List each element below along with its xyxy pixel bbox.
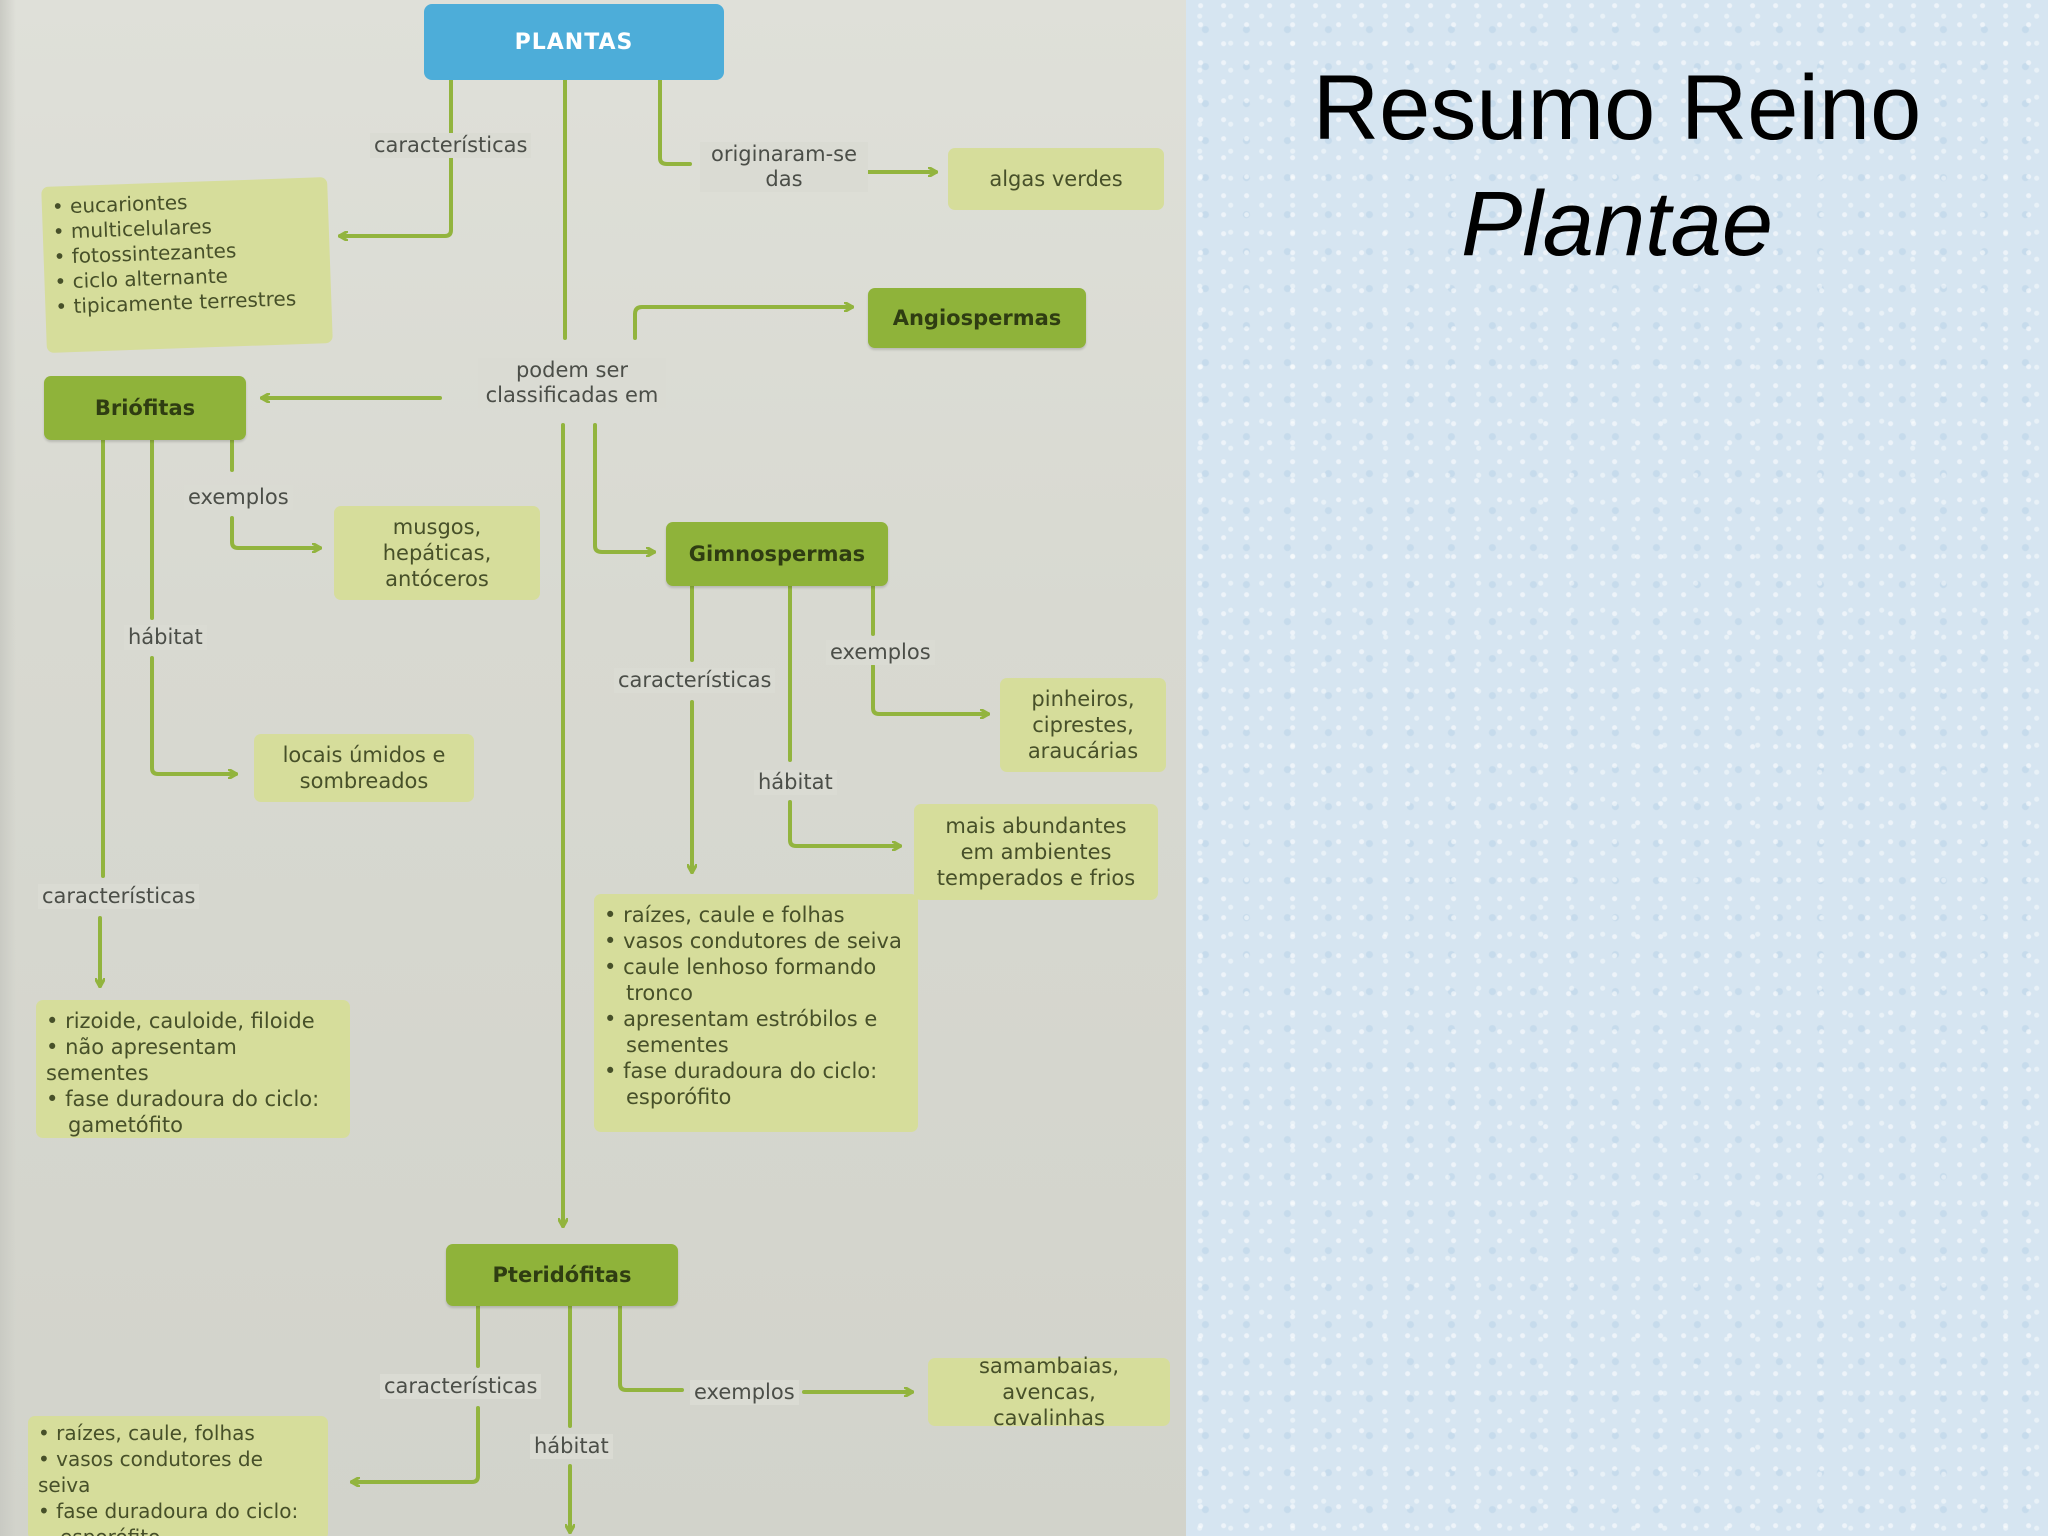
label-pteri-exemplos: exemplos [690, 1380, 799, 1405]
list-item: fase duradoura do ciclo: [38, 1498, 298, 1524]
list-item: vasos condutores de seiva [38, 1446, 318, 1498]
list-item: fase duradoura do ciclo: [604, 1058, 877, 1084]
gimnospermas-caracteristicas-box: raízes, caule e folhas vasos condutores … [594, 894, 918, 1132]
list-item: tronco [626, 981, 693, 1005]
arrow-plantas-caracteristicas [338, 76, 453, 236]
plantas-caracteristicas-box: eucariontes multicelulares fotossintezan… [41, 177, 333, 353]
label-pteri-caracteristicas: características [380, 1374, 542, 1399]
title-line-2: Plantae [1460, 173, 1774, 275]
samambaias-box: samambaias, avencas, cavalinhas [928, 1354, 1170, 1430]
label-pteri-habitat: hábitat [530, 1434, 613, 1459]
abundantes-box: mais abundantes em ambientes temperados … [914, 804, 1158, 900]
arrow-to-umidos [150, 656, 238, 774]
list-item: raízes, caule, folhas [38, 1420, 255, 1446]
label-classificadas: podem ser classificadas em [478, 358, 666, 408]
label-brio-exemplos: exemplos [184, 485, 293, 510]
umidos-box: locais úmidos e sombreados [254, 734, 474, 802]
concept-map-photo: PLANTAS características originaram-se da… [0, 0, 1186, 1536]
pinheiros-box: pinheiros, ciprestes, araucárias [1000, 678, 1166, 772]
list-item: fase duradoura do ciclo: [46, 1086, 319, 1112]
briofitas-node: Briófitas [44, 376, 246, 440]
list-item: apresentam estróbilos e [604, 1006, 877, 1032]
list-item: gametófito [68, 1113, 183, 1137]
list-item: caule lenhoso formando [604, 954, 876, 980]
label-gimno-exemplos: exemplos [826, 640, 935, 665]
arrow-to-gimnospermas [593, 423, 656, 552]
slide-title: Resumo Reino Plantae [1186, 50, 2048, 282]
arrow-to-pteri-list [350, 1406, 480, 1482]
list-item: raízes, caule e folhas [604, 902, 845, 928]
angiospermas-node: Angiospermas [868, 288, 1086, 348]
list-item: sementes [626, 1033, 729, 1057]
label-brio-habitat: hábitat [124, 625, 207, 650]
label-brio-caracteristicas: características [38, 884, 200, 909]
arrow-to-angiospermas [633, 307, 854, 340]
label-gimno-caracteristicas: características [614, 668, 776, 693]
label-originaram: originaram-se das [700, 142, 868, 192]
title-line-1: Resumo Reino [1312, 57, 1922, 159]
list-item: esporófito [626, 1085, 732, 1109]
label-gimno-habitat: hábitat [754, 770, 837, 795]
musgos-box: musgos, hepáticas, antóceros [334, 506, 540, 600]
plantas-node: PLANTAS [424, 4, 724, 80]
list-item: não apresentam sementes [46, 1034, 340, 1086]
arrow-to-abundantes [788, 800, 902, 846]
algas-verdes-box: algas verdes [948, 148, 1164, 210]
arrow-to-pinheiros [871, 664, 990, 714]
arrow-plantas-origem [658, 76, 692, 166]
list-item: rizoide, cauloide, filoide [46, 1008, 315, 1034]
list-item: esporófito [38, 1524, 160, 1536]
connector-lines [0, 76, 990, 1534]
briofitas-caracteristicas-box: rizoide, cauloide, filoide não apresenta… [36, 1000, 350, 1138]
pteridofitas-caracteristicas-box: raízes, caule, folhas vasos condutores d… [28, 1416, 328, 1536]
pteridofitas-node: Pteridófitas [446, 1244, 678, 1306]
label-caracteristicas-plantas: características [370, 133, 532, 158]
arrow-to-musgos [230, 516, 322, 548]
gimnospermas-node: Gimnospermas [666, 522, 888, 586]
list-item: vasos condutores de seiva [604, 928, 902, 954]
arrow-pteri-exemplos [618, 1304, 684, 1392]
